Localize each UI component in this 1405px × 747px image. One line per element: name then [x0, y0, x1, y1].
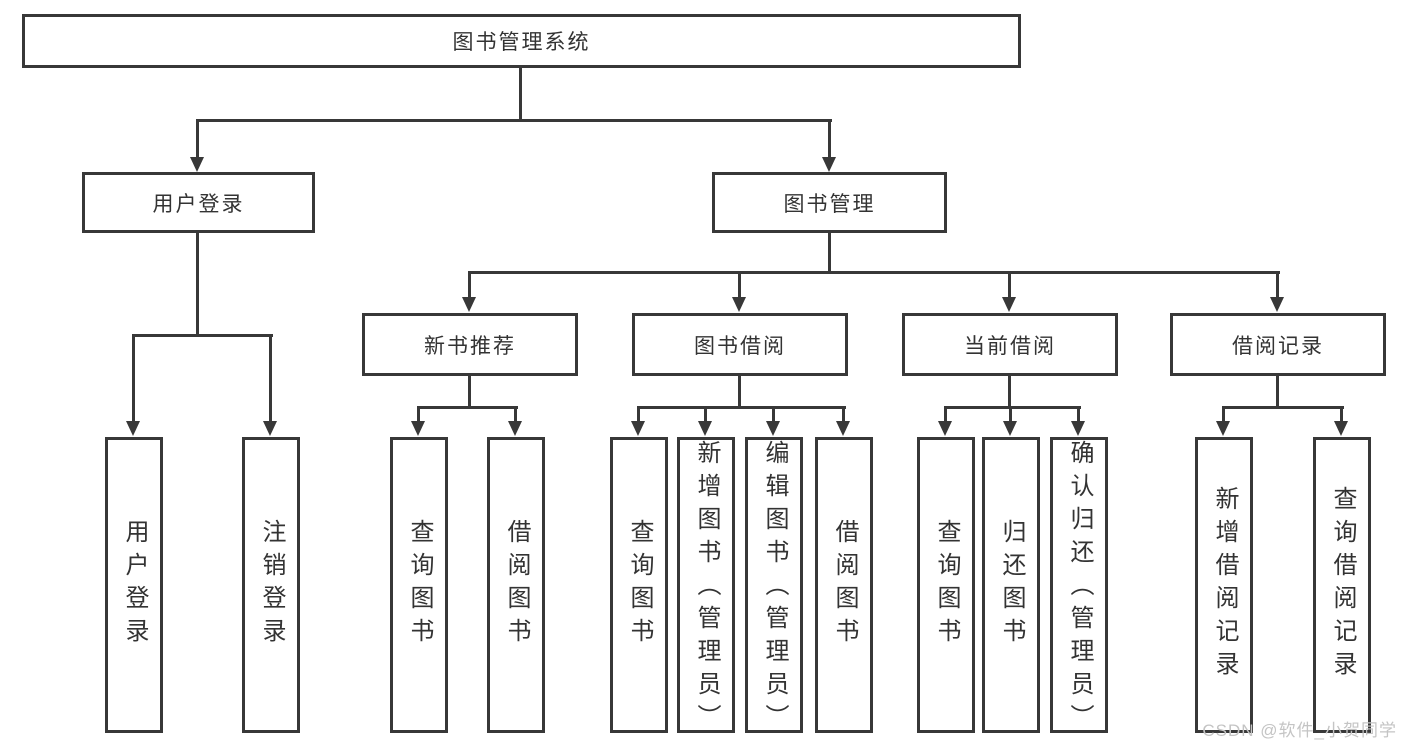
leaf-borrow-books-recommend-label: 借阅图书	[503, 519, 530, 651]
connector-arrow-down	[1270, 271, 1284, 312]
node-root: 图书管理系统	[22, 14, 1021, 68]
connector-line	[637, 406, 846, 409]
leaf-edit-book-admin-label: 编辑图书（管理员）	[761, 440, 788, 737]
connector-arrow-down	[1071, 406, 1085, 436]
connector-line	[1276, 376, 1279, 408]
node-user-login: 用户登录	[82, 172, 315, 233]
connector-arrow-down	[938, 406, 952, 436]
node-book-borrow-label: 图书借阅	[694, 334, 786, 358]
leaf-borrow-books-label: 借阅图书	[831, 519, 858, 651]
node-root-label: 图书管理系统	[452, 31, 591, 54]
leaf-return-books-label: 归还图书	[998, 519, 1025, 651]
leaf-confirm-return-admin: 确认归还（管理员）	[1050, 437, 1108, 737]
leaf-query-books-borrow-label: 查询图书	[626, 519, 653, 651]
connector-line	[1222, 406, 1344, 409]
node-book-borrow: 图书借阅	[632, 313, 848, 376]
connector-arrow-down	[822, 119, 836, 172]
connector-line	[417, 406, 518, 409]
node-new-book-recommend: 新书推荐	[362, 313, 578, 376]
connector-arrow-down	[190, 119, 204, 172]
leaf-user-login: 用户登录	[105, 437, 163, 733]
connector-line	[468, 271, 1280, 274]
leaf-borrow-books: 借阅图书	[815, 437, 873, 733]
connector-arrow-down	[698, 406, 712, 436]
connector-arrow-down	[836, 406, 850, 436]
leaf-query-books-recommend-label: 查询图书	[406, 519, 433, 651]
leaf-logout: 注销登录	[242, 437, 300, 733]
leaf-return-books: 归还图书	[982, 437, 1040, 733]
leaf-query-books-current: 查询图书	[917, 437, 975, 733]
leaf-borrow-books-recommend: 借阅图书	[487, 437, 545, 733]
leaf-add-borrow-record: 新增借阅记录	[1195, 437, 1253, 733]
leaf-query-books-borrow: 查询图书	[610, 437, 668, 733]
connector-arrow-down	[631, 406, 645, 436]
leaf-query-borrow-record: 查询借阅记录	[1313, 437, 1371, 733]
node-user-login-label: 用户登录	[152, 192, 245, 216]
node-borrow-records: 借阅记录	[1170, 313, 1386, 376]
node-current-borrow-label: 当前借阅	[964, 334, 1056, 358]
connector-line	[197, 119, 832, 122]
leaf-confirm-return-admin-label: 确认归还（管理员）	[1066, 440, 1093, 737]
connector-arrow-down	[126, 334, 140, 436]
node-new-book-recommend-label: 新书推荐	[424, 334, 516, 358]
leaf-query-books-current-label: 查询图书	[933, 519, 960, 651]
connector-line	[738, 376, 741, 408]
connector-arrow-down	[411, 406, 425, 436]
leaf-query-borrow-record-label: 查询借阅记录	[1329, 486, 1356, 684]
connector-arrow-down	[1216, 406, 1230, 436]
connector-arrow-down	[1334, 406, 1348, 436]
leaf-edit-book-admin: 编辑图书（管理员）	[745, 437, 803, 737]
connector-line	[1008, 376, 1011, 408]
connector-arrow-down	[1003, 406, 1017, 436]
connector-arrow-down	[1002, 271, 1016, 312]
connector-line	[519, 68, 522, 121]
connector-arrow-down	[766, 406, 780, 436]
leaf-add-borrow-record-label: 新增借阅记录	[1211, 486, 1238, 684]
connector-arrow-down	[508, 406, 522, 436]
node-book-management: 图书管理	[712, 172, 947, 233]
connector-line	[828, 233, 831, 273]
leaf-user-login-label: 用户登录	[121, 519, 148, 651]
connector-line	[196, 233, 199, 336]
node-current-borrow: 当前借阅	[902, 313, 1118, 376]
node-book-management-label: 图书管理	[783, 192, 876, 216]
connector-line	[468, 376, 471, 408]
connector-arrow-down	[732, 271, 746, 312]
watermark: CSDN @软件_小贺同学	[1202, 721, 1397, 740]
connector-line	[944, 406, 1081, 409]
leaf-add-book-admin-label: 新增图书（管理员）	[693, 440, 720, 737]
leaf-add-book-admin: 新增图书（管理员）	[677, 437, 735, 737]
connector-line	[133, 334, 273, 337]
leaf-logout-label: 注销登录	[258, 519, 285, 651]
connector-arrow-down	[462, 271, 476, 312]
node-borrow-records-label: 借阅记录	[1232, 334, 1324, 358]
connector-arrow-down	[263, 334, 277, 436]
leaf-query-books-recommend: 查询图书	[390, 437, 448, 733]
